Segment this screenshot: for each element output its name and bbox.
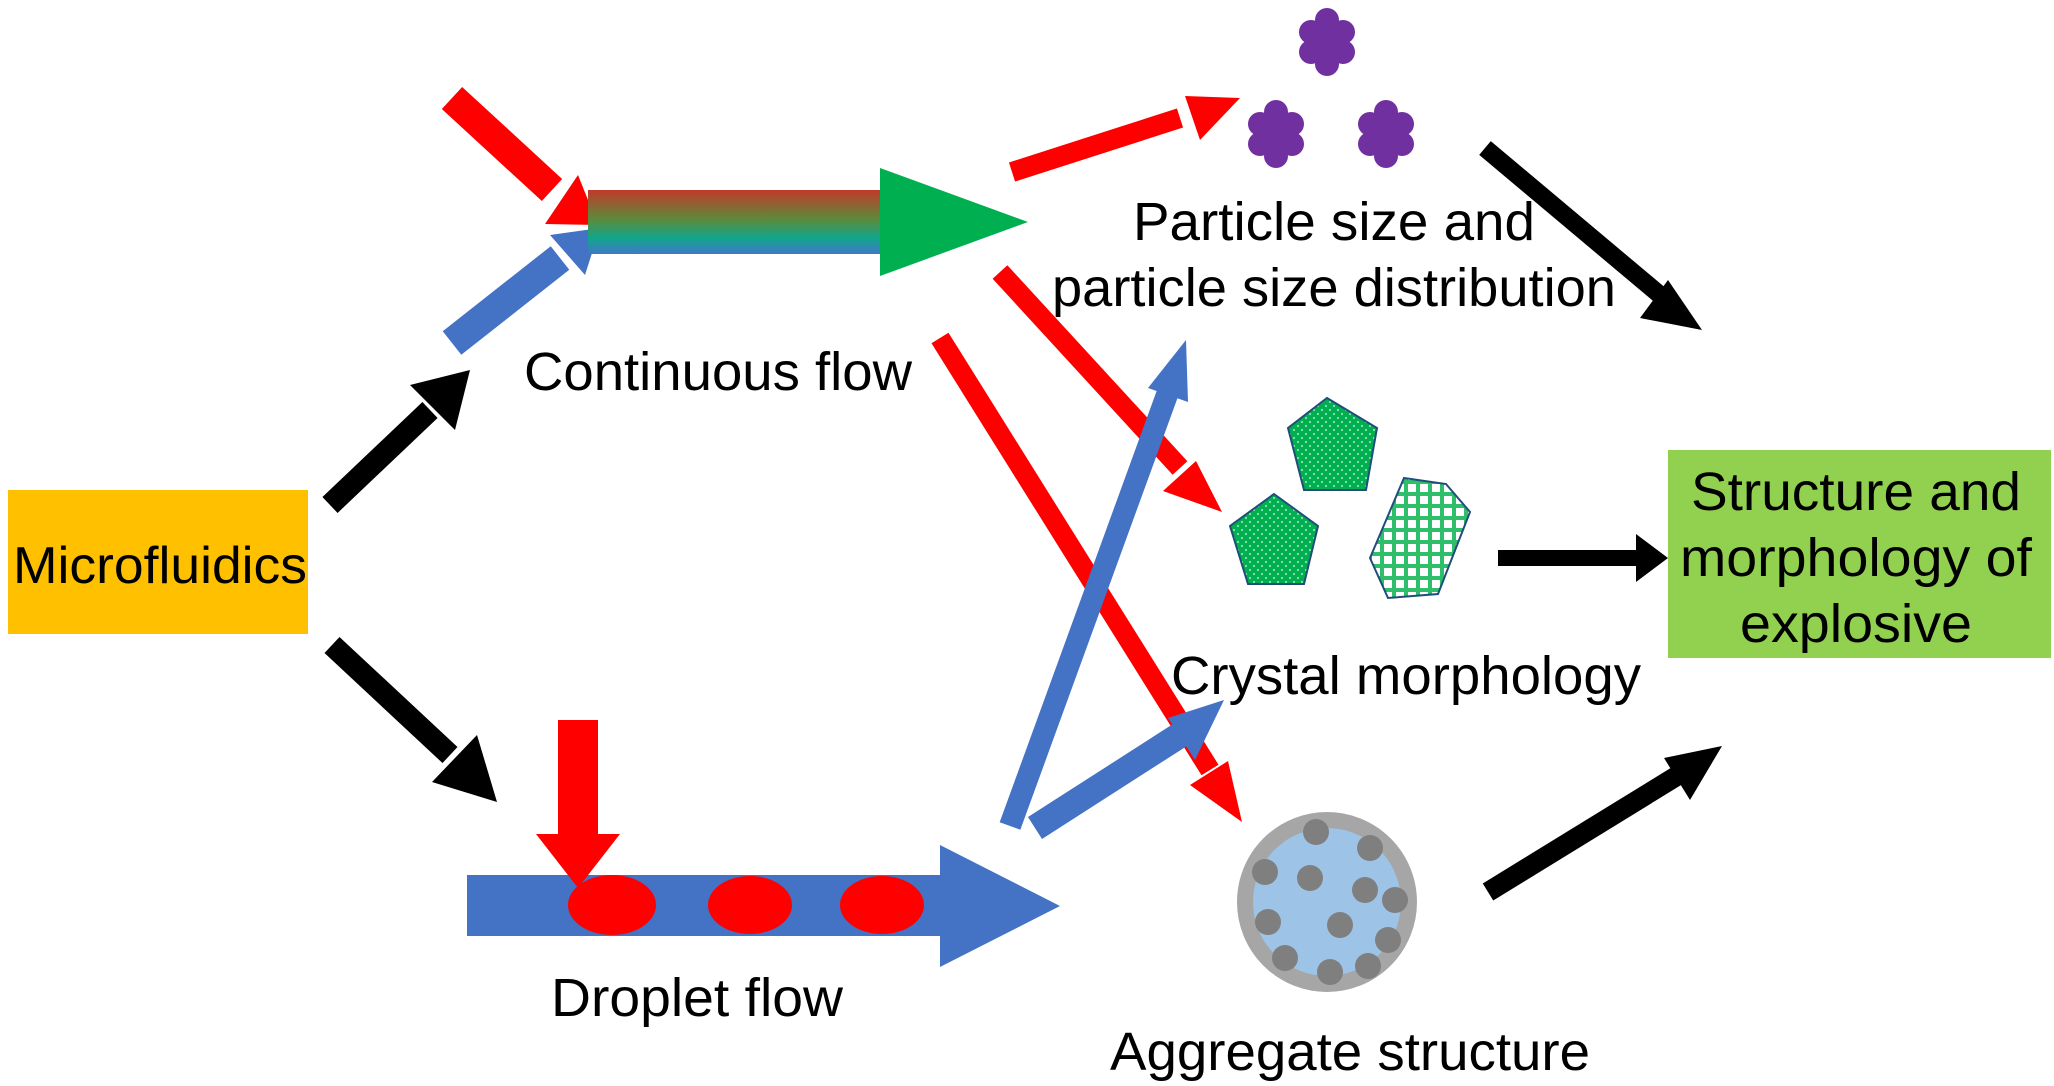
hexagon-crystal-icon	[1368, 476, 1472, 600]
pentagon-crystal-icon	[1286, 396, 1379, 491]
crystal-morphology-label: Crystal morphology	[1171, 646, 1641, 706]
pentagon-crystal-icon	[1228, 492, 1320, 585]
result-node: Structure and morphology of explosive	[1668, 450, 2051, 658]
droplet	[840, 876, 924, 934]
continuous-flow-channel	[441, 86, 1028, 355]
continuous-flow-label: Continuous flow	[524, 342, 913, 402]
particle-cluster-icon	[1248, 100, 1304, 168]
particle-size-label-line1: Particle size and	[1133, 192, 1535, 252]
microfluidics-label: Microfluidics	[13, 537, 307, 595]
droplet-flow-label: Droplet flow	[551, 968, 844, 1028]
droplet-flow-channel	[467, 720, 1060, 967]
result-box	[1668, 450, 2051, 658]
aggregate-sphere-icon	[1237, 812, 1417, 992]
red-arrow-to-particle-size	[1008, 96, 1240, 182]
blue-arrow-to-particle-size	[999, 340, 1188, 830]
arrow-particle-to-result	[1479, 141, 1702, 330]
droplet	[568, 875, 656, 935]
result-label-line2: morphology of	[1680, 528, 2033, 588]
aggregate-structure-label: Aggregate structure	[1110, 1022, 1590, 1082]
result-label-line3: explosive	[1740, 594, 1972, 654]
red-arrow-to-aggregate-structure	[931, 332, 1242, 822]
microfluidics-node: Microfluidics	[8, 490, 308, 634]
droplet	[708, 876, 792, 934]
blue-arrow-to-crystal-morphology	[1027, 700, 1224, 839]
arrow-to-continuous-flow	[322, 370, 470, 513]
result-label-line1: Structure and	[1691, 462, 2021, 522]
particle-cluster-icon	[1358, 100, 1414, 168]
arrow-crystal-to-result	[1498, 534, 1668, 582]
particle-size-label-line2: particle size distribution	[1052, 258, 1616, 318]
arrow-to-droplet-flow	[324, 636, 497, 802]
arrow-aggregate-to-result	[1482, 746, 1722, 901]
microfluidics-box	[8, 490, 308, 634]
particle-cluster-icon	[1299, 8, 1355, 76]
